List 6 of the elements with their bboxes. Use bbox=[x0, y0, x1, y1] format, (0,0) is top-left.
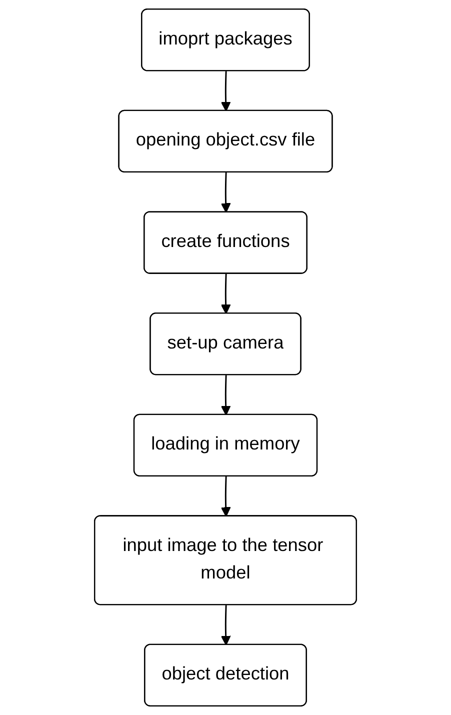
arrow bbox=[220, 172, 231, 213]
arrow bbox=[220, 274, 231, 314]
arrow bbox=[220, 375, 231, 416]
arrow bbox=[220, 476, 231, 517]
arrow bbox=[220, 605, 231, 646]
arrow bbox=[220, 71, 231, 112]
